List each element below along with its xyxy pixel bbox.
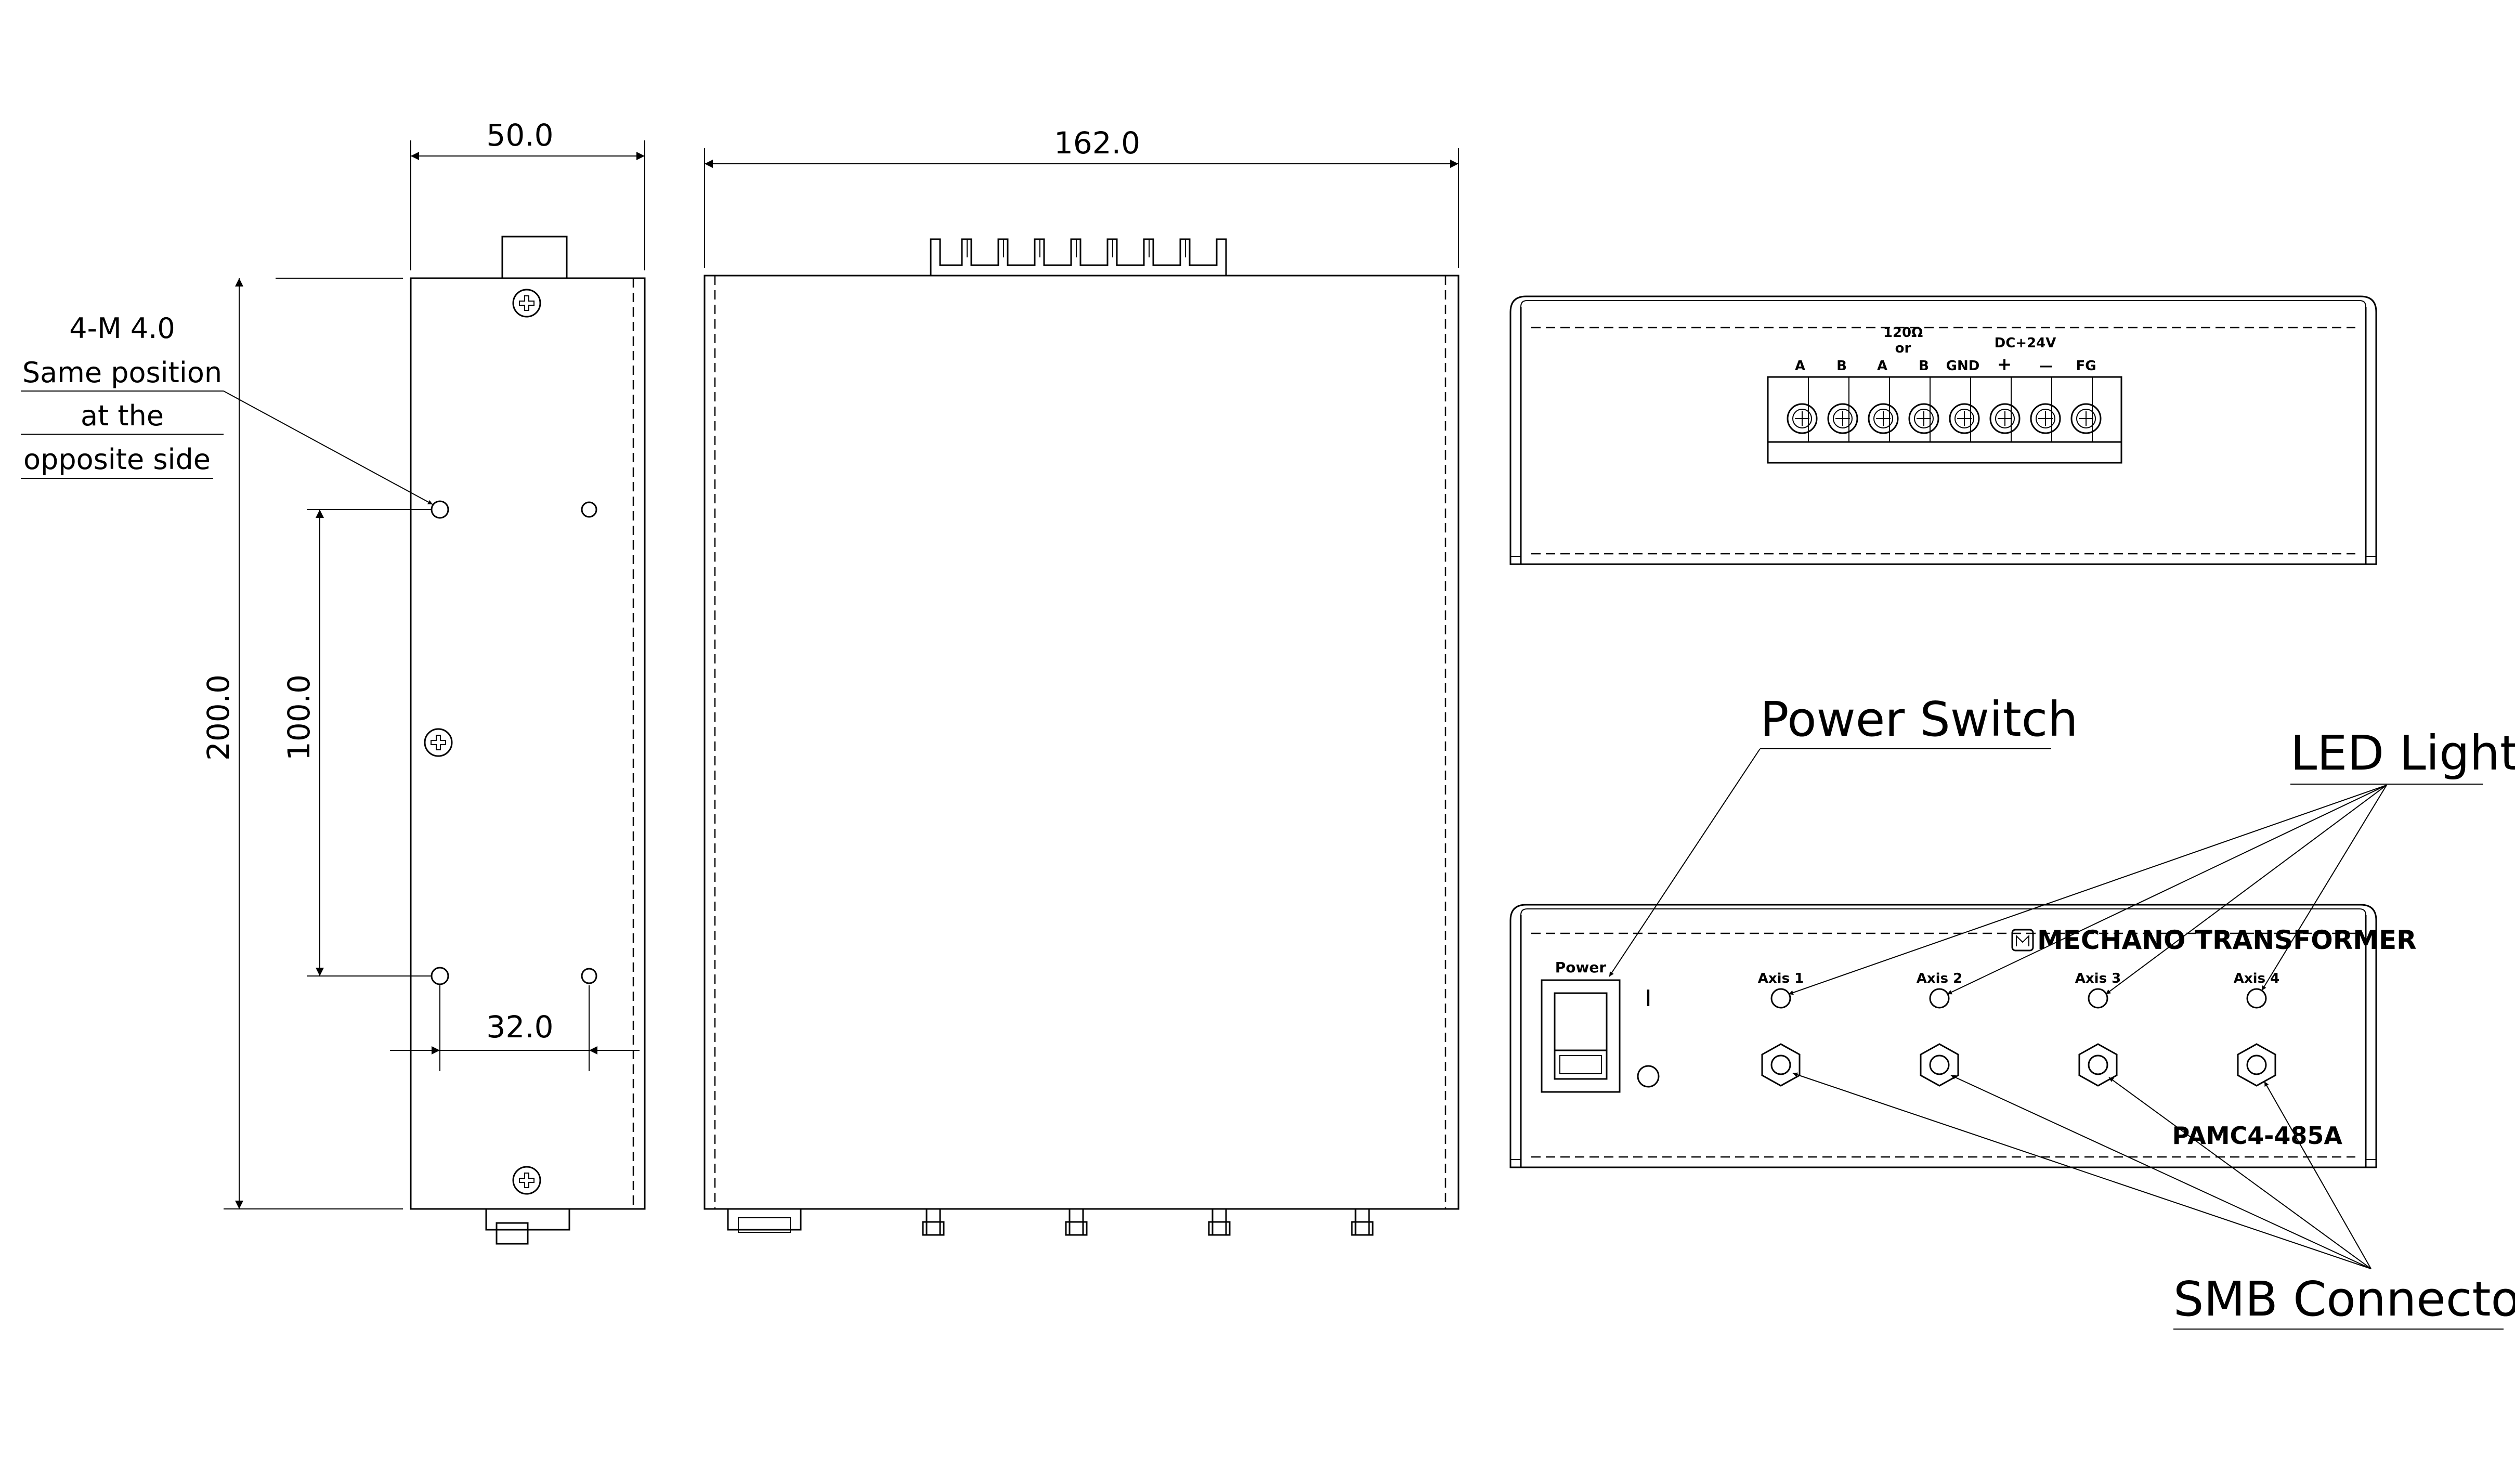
terminal-note-120: 120Ω <box>1883 325 1923 341</box>
terminal-screw-icon <box>1868 403 1899 434</box>
dim-width-label: 50.0 <box>486 118 553 153</box>
side-connector-top <box>501 236 568 279</box>
power-label: Power <box>1555 959 1607 976</box>
dim-width: 50.0 <box>410 118 645 270</box>
axis-label: Axis 2 <box>1917 971 1962 986</box>
terminal-label: A <box>1795 358 1805 374</box>
dim-pitch-100: 100.0 <box>281 509 432 977</box>
mount-hole <box>581 968 597 984</box>
terminal-label: B <box>1836 358 1847 374</box>
terminal-screw-icon <box>1827 403 1858 434</box>
mounting-note-line1: 4-M 4.0 <box>69 312 175 345</box>
dim-length: 162.0 <box>704 125 1459 268</box>
terminal-label: B <box>1919 358 1929 374</box>
led-axis-4 <box>2246 988 2267 1009</box>
terminal-block <box>1767 376 2122 464</box>
dim-length-label: 162.0 <box>1054 125 1140 161</box>
led-axis-3 <box>2088 988 2108 1009</box>
terminal-screw-icon <box>1908 403 1939 434</box>
dim-height-label: 200.0 <box>201 674 236 761</box>
axis-label: Axis 3 <box>2075 971 2121 986</box>
mount-hole <box>431 967 449 985</box>
screw-icon <box>424 728 453 757</box>
top-view-outline <box>703 275 1460 1210</box>
mounting-note-line4: opposite side <box>23 443 211 476</box>
rear-view: 120Ω or DC+24V <box>1509 295 2377 565</box>
dim-pitch-32-label: 32.0 <box>486 1009 553 1045</box>
power-led <box>1637 1065 1660 1088</box>
model-name: PAMC4-485A <box>2172 1122 2343 1150</box>
terminal-screw-icon <box>2070 403 2102 434</box>
callout-power-switch: Power Switch <box>1609 692 2078 977</box>
logo-icon <box>2011 929 2034 952</box>
terminal-label: A <box>1877 358 1887 374</box>
screw-icon <box>512 1166 541 1195</box>
dim-pitch-32: 32.0 <box>390 985 640 1071</box>
callout-smb-connector: SMB Connector <box>1792 1072 2515 1330</box>
mounting-note-line2: Same position <box>22 356 222 389</box>
smb-connector-axis-2[interactable] <box>1920 1043 1959 1087</box>
terminal-note-dc24: DC+24V <box>1995 335 2056 351</box>
terminal-note-or: or <box>1895 341 1911 356</box>
smb-connector-axis-1[interactable] <box>1761 1043 1801 1087</box>
mount-hole <box>581 501 597 518</box>
mount-hole <box>431 500 449 519</box>
callout-smb-connector-label: SMB Connector <box>2173 1271 2515 1327</box>
led-axis-1 <box>1770 988 1791 1009</box>
axis-label: Axis 1 <box>1758 971 1804 986</box>
mounting-note-line3: at the <box>81 399 164 432</box>
screw-icon <box>512 289 541 318</box>
front-panel-outline <box>1509 904 2377 1168</box>
dim-height: 200.0 <box>201 278 403 1209</box>
terminal-screw-icon <box>1787 403 1818 434</box>
terminal-label: + <box>1997 354 2012 375</box>
switch-on-mark: I <box>1645 985 1652 1012</box>
mounting-note: 4-M 4.0 Same position at the opposite si… <box>21 312 433 505</box>
terminal-label: GND <box>1946 358 1980 374</box>
led-axis-2 <box>1929 988 1950 1009</box>
callout-led-light: LED Light <box>1788 725 2515 995</box>
rear-panel-outline <box>1509 295 2377 565</box>
terminal-label: — <box>2039 358 2053 374</box>
smb-connector-axis-4[interactable] <box>2237 1043 2276 1087</box>
terminal-block-top <box>930 238 1227 276</box>
callout-led-light-label: LED Light <box>2290 725 2515 781</box>
brand-name: MECHANO TRANSFORMER <box>2037 925 2417 955</box>
top-connector-bottom <box>727 1208 802 1231</box>
front-view: MECHANO TRANSFORMER PAMC4-485A Power I A… <box>1509 904 2417 1168</box>
top-view <box>703 238 1460 1236</box>
terminal-label: FG <box>2076 358 2096 374</box>
callout-power-switch-label: Power Switch <box>1760 692 2078 747</box>
side-view <box>410 236 646 1245</box>
terminal-screw-icon <box>1989 403 2021 434</box>
power-switch[interactable] <box>1541 979 1621 1093</box>
terminal-screw-icon <box>1949 403 1980 434</box>
dim-pitch-100-label: 100.0 <box>281 674 317 761</box>
terminal-screw-icon <box>2030 403 2061 434</box>
